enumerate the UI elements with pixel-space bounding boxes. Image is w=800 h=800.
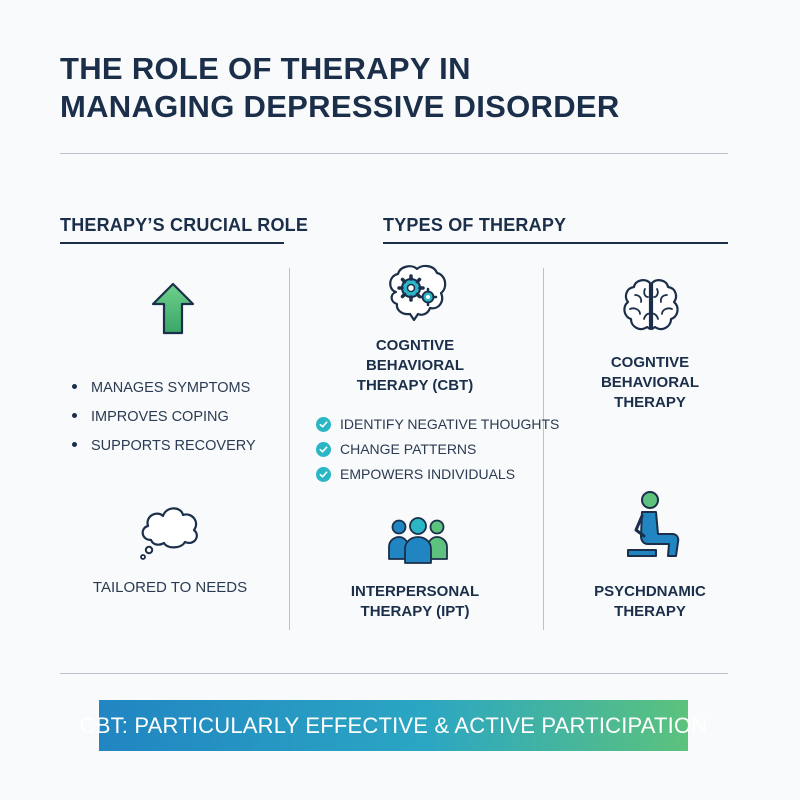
page-title: THE ROLE OF THERAPY IN MANAGING DEPRESSI… <box>60 50 740 126</box>
thought-bubble-icon <box>137 500 203 567</box>
cbt-points-list: IDENTIFY NEGATIVE THOUGHTS CHANGE PATTER… <box>316 412 559 487</box>
psychodynamic-label: PSYCHDNAMIC THERAPY <box>594 583 706 620</box>
list-item: CHANGE PATTERNS <box>316 437 559 462</box>
banner-text: CBT: PARTICULARLY EFFECTIVE & ACTIVE PAR… <box>79 712 708 738</box>
list-item: IDENTIFY NEGATIVE THOUGHTS <box>316 412 559 437</box>
section-heading-underline-right <box>383 242 728 244</box>
cbt-label: COGNTIVE BEHAVIORAL THERAPY (CBT) <box>356 337 474 394</box>
cbt-secondary-label: COGNTIVE BEHAVIORAL THERAPY <box>600 354 700 411</box>
check-icon <box>316 467 331 482</box>
title-line-2: MANAGING DEPRESSIVE DISORDER <box>60 89 620 124</box>
brain-icon <box>621 277 681 340</box>
section-heading-types: TYPES OF THERAPY <box>383 215 567 235</box>
up-arrow-icon <box>150 282 196 341</box>
list-item: IMPROVES COPING <box>72 403 256 432</box>
role-bullet-list: MANAGES SYMPTOMS IMPROVES COPING SUPPORT… <box>72 374 256 461</box>
check-icon <box>316 442 331 457</box>
list-item: SUPPORTS RECOVERY <box>72 432 256 461</box>
section-heading-crucial-role: THERAPY’S CRUCIAL ROLE <box>60 215 309 235</box>
title-line-1: THE ROLE OF THERAPY IN <box>60 51 471 86</box>
brain-gears-icon <box>384 262 450 329</box>
column-divider-1 <box>289 268 290 630</box>
tailored-label: TAILORED TO NEEDS <box>92 579 248 596</box>
check-icon <box>316 417 331 432</box>
list-item: EMPOWERS INDIVIDUALS <box>316 462 559 487</box>
title-divider <box>60 153 728 154</box>
summary-banner: CBT: PARTICULARLY EFFECTIVE & ACTIVE PAR… <box>80 700 707 751</box>
column-divider-2 <box>543 268 544 630</box>
bottom-divider <box>60 673 728 674</box>
section-heading-underline-left <box>60 242 284 244</box>
list-item: MANAGES SYMPTOMS <box>72 374 256 403</box>
group-people-icon <box>387 515 449 570</box>
ipt-label: INTERPERSONAL THERAPY (IPT) <box>350 583 480 620</box>
seated-person-icon <box>622 490 680 567</box>
